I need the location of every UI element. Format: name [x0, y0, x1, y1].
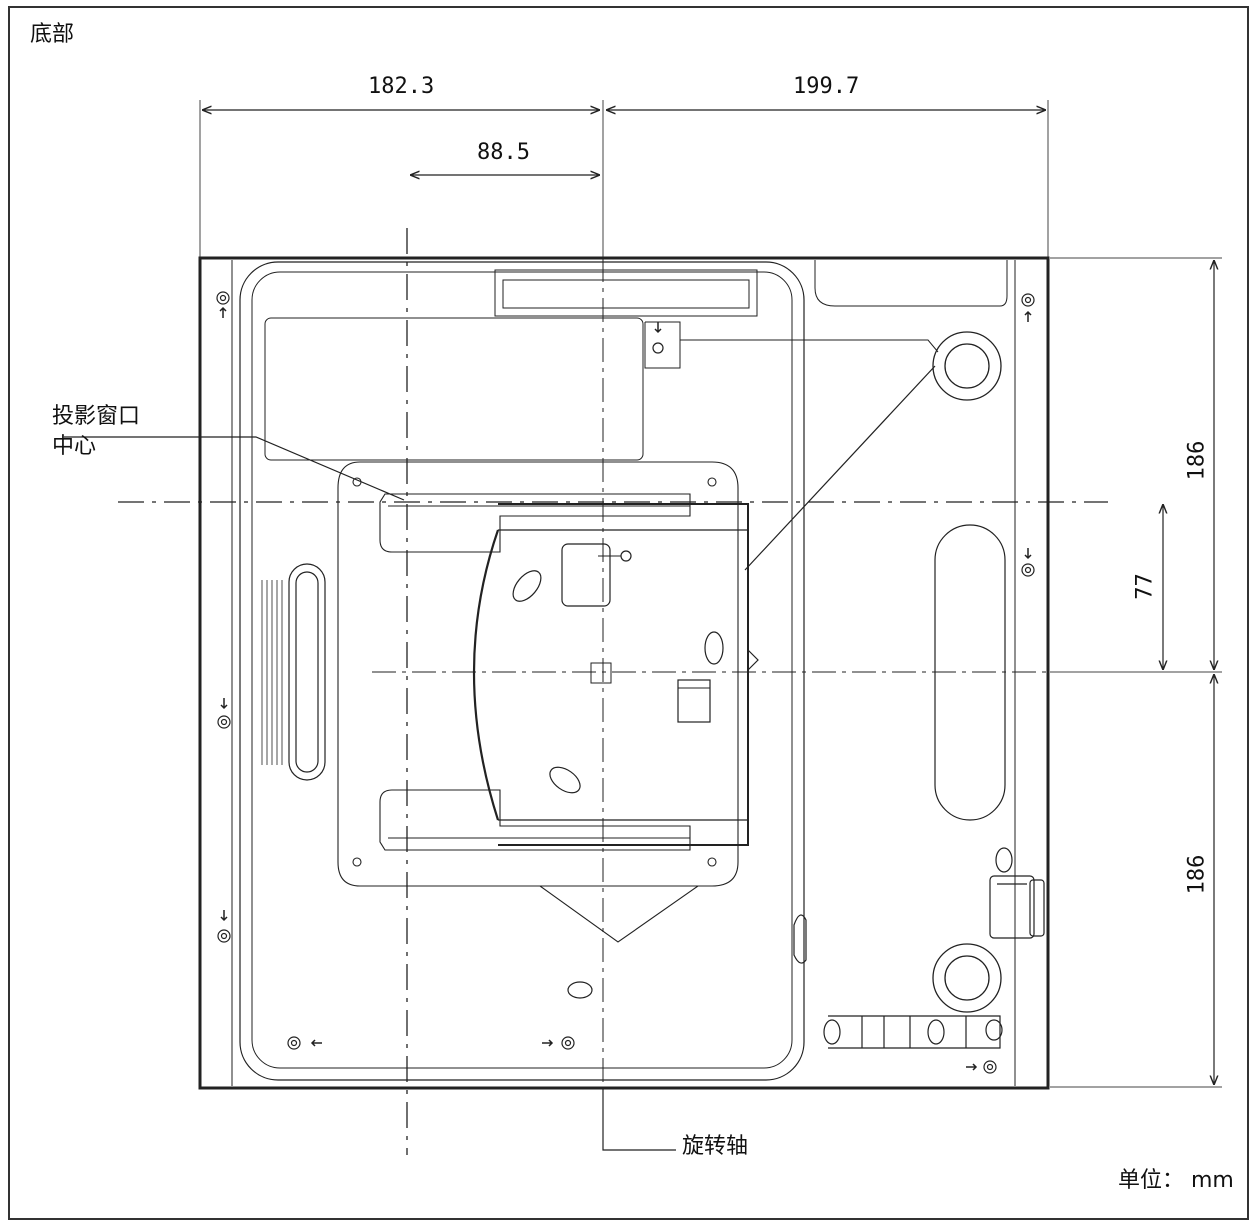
- projection-window-label-line1: 投影窗口: [52, 404, 141, 429]
- dim-label-left-width: 182.3: [368, 74, 435, 99]
- rotation-axis-label: 旋转轴: [682, 1134, 749, 1159]
- drawing-frame: [8, 6, 1249, 1220]
- lens-plate: [337, 461, 739, 943]
- dim-label-right-width: 199.7: [793, 74, 860, 99]
- dim-label-lower-depth: 186: [1184, 854, 1210, 895]
- diagram-title: 底部: [30, 22, 75, 47]
- dim-label-upper-depth: 186: [1184, 440, 1210, 481]
- dim-label-window-depth: 77: [1132, 573, 1158, 600]
- projector-body: [198, 256, 1050, 1090]
- feet: [932, 331, 1002, 1013]
- screw-arrows: [219, 306, 1032, 1071]
- centerlines: [118, 228, 1108, 1155]
- misc-features: [567, 847, 1045, 1049]
- projection-window-label-line2: 中心: [52, 434, 97, 459]
- screw-holes: [216, 291, 1035, 1074]
- lens-housing: [472, 503, 759, 846]
- dimension-lines: [202, 110, 1214, 1085]
- extension-lines: [199, 100, 1222, 1088]
- unit-label: 单位： mm: [1118, 1168, 1234, 1193]
- dim-label-window-offset: 88.5: [477, 140, 530, 165]
- leader-lines: [64, 365, 936, 1151]
